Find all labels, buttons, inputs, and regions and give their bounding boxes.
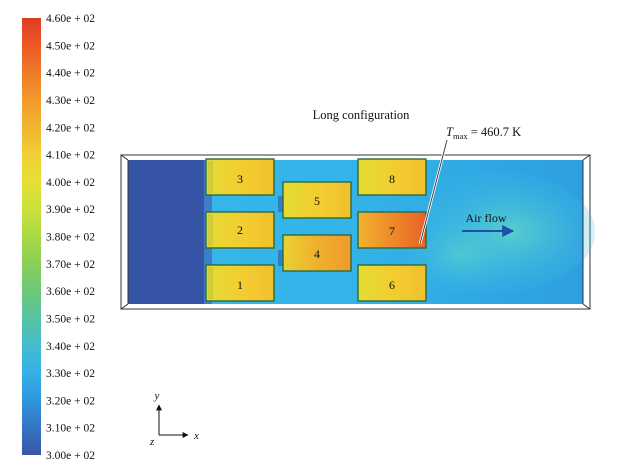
colorbar-tick-label: 4.10e + 02 [46, 150, 95, 162]
colorbar-tick-label: 4.30e + 02 [46, 95, 95, 107]
tmax-value: = 460.7 K [468, 125, 522, 139]
tmax-leader-line [419, 139, 448, 245]
chip-3-label: 3 [237, 172, 243, 186]
chip-4-label: 4 [314, 247, 320, 261]
colorbar-tick-label: 3.80e + 02 [46, 232, 95, 244]
flow-domain [120, 154, 595, 310]
chip-8-label: 8 [389, 172, 395, 186]
colorbar-tick-label: 3.30e + 02 [46, 368, 95, 380]
chip-3: 3 [205, 158, 275, 196]
colorbar-tick-label: 3.70e + 02 [46, 259, 95, 271]
gap-streak [278, 196, 285, 212]
tmax-symbol: T [446, 125, 454, 139]
chip-6: 6 [357, 264, 427, 302]
colorbar-strip [22, 18, 41, 455]
tmax-subscript: max [453, 131, 468, 141]
chip-1-label: 1 [237, 278, 243, 292]
chip-7: 7 [357, 211, 427, 249]
colorbar-tick-label: 4.20e + 02 [46, 122, 95, 134]
airflow-annotation: Air flow [462, 211, 515, 237]
colorbar-tick-label: 3.40e + 02 [46, 341, 95, 353]
colorbar-tick-label: 3.10e + 02 [46, 423, 95, 435]
chip-2: 2 [205, 211, 275, 249]
gap-streak [278, 250, 285, 266]
colorbar-tick-label: 3.60e + 02 [46, 286, 95, 298]
colorbar-tick-label: 4.50e + 02 [46, 40, 95, 52]
colorbar-labels: 4.60e + 02 4.50e + 02 4.40e + 02 4.30e + 02… [46, 13, 95, 462]
tmax-label: Tmax = 460.7 K [446, 125, 521, 141]
figure-title: Long configuration [313, 108, 411, 122]
y-axis-label: y [154, 390, 160, 402]
chip-7-label: 7 [389, 224, 395, 238]
colorbar-tick-label: 4.00e + 02 [46, 177, 95, 189]
chip-1: 1 [205, 264, 275, 302]
coordinate-axes: y x z [149, 390, 199, 448]
x-axis-label: x [193, 430, 199, 442]
tmax-annotation: Tmax = 460.7 K [418, 125, 521, 245]
colorbar-tick-label: 3.50e + 02 [46, 313, 95, 325]
colorbar-tick-label: 3.20e + 02 [46, 395, 95, 407]
inlet-cold-region [128, 160, 204, 304]
colorbar-tick-label: 3.90e + 02 [46, 204, 95, 216]
chips: 3 2 1 5 4 8 7 6 [205, 158, 427, 302]
chip-2-label: 2 [237, 223, 243, 237]
z-axis-label: z [149, 436, 155, 448]
colorbar-tick-label: 3.00e + 02 [46, 450, 95, 462]
airflow-label: Air flow [466, 211, 507, 225]
chip-5-label: 5 [314, 194, 320, 208]
chip-8: 8 [357, 158, 427, 196]
chip-4: 4 [282, 234, 352, 272]
wake-region-2 [400, 217, 510, 293]
colorbar: 4.60e + 02 4.50e + 02 4.40e + 02 4.30e + 02… [22, 13, 95, 462]
chip-5: 5 [282, 181, 352, 219]
colorbar-tick-label: 4.60e + 02 [46, 13, 95, 25]
colorbar-tick-label: 4.40e + 02 [46, 68, 95, 80]
chip-6-label: 6 [389, 278, 395, 292]
